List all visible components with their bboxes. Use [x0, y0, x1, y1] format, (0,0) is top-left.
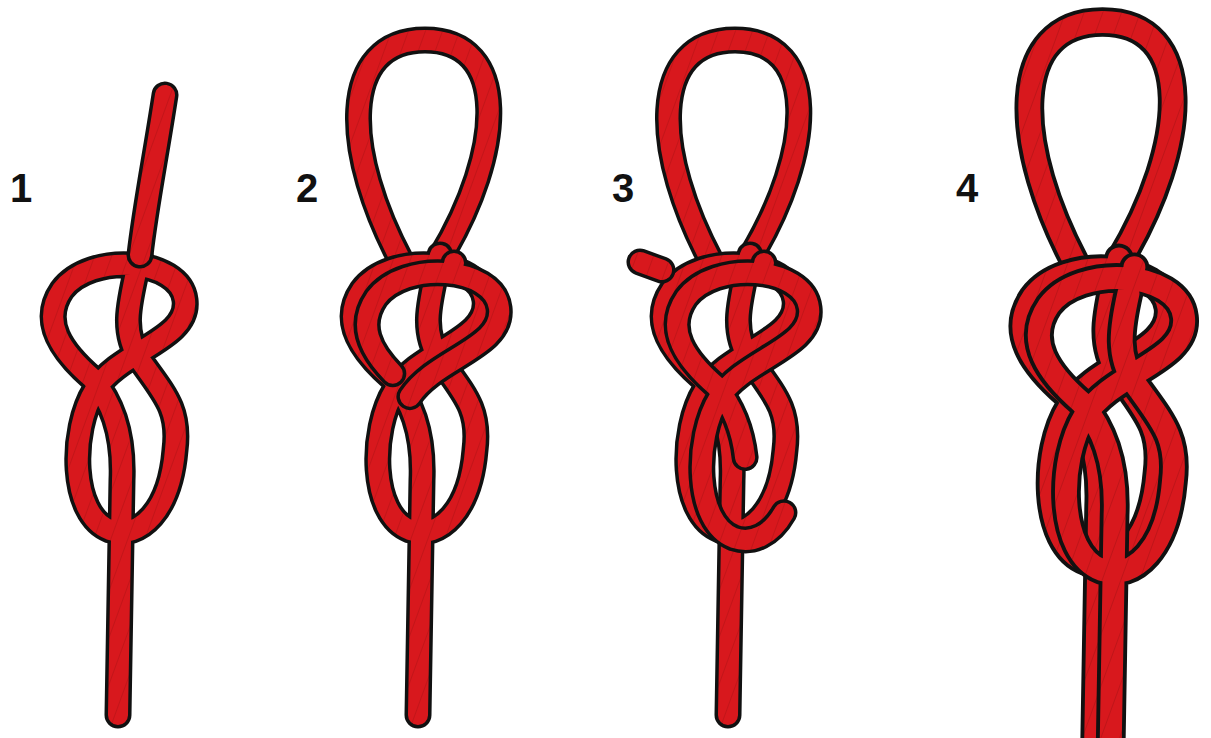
step-number: 4: [956, 168, 978, 208]
knot-step-4: [1023, 22, 1184, 738]
step-number: 3: [612, 168, 634, 208]
step-number: 1: [10, 168, 32, 208]
knot-step-1: [53, 95, 185, 715]
step-number: 2: [296, 168, 318, 208]
knot-step-2: [353, 40, 499, 723]
knot-step-3: [640, 40, 809, 723]
